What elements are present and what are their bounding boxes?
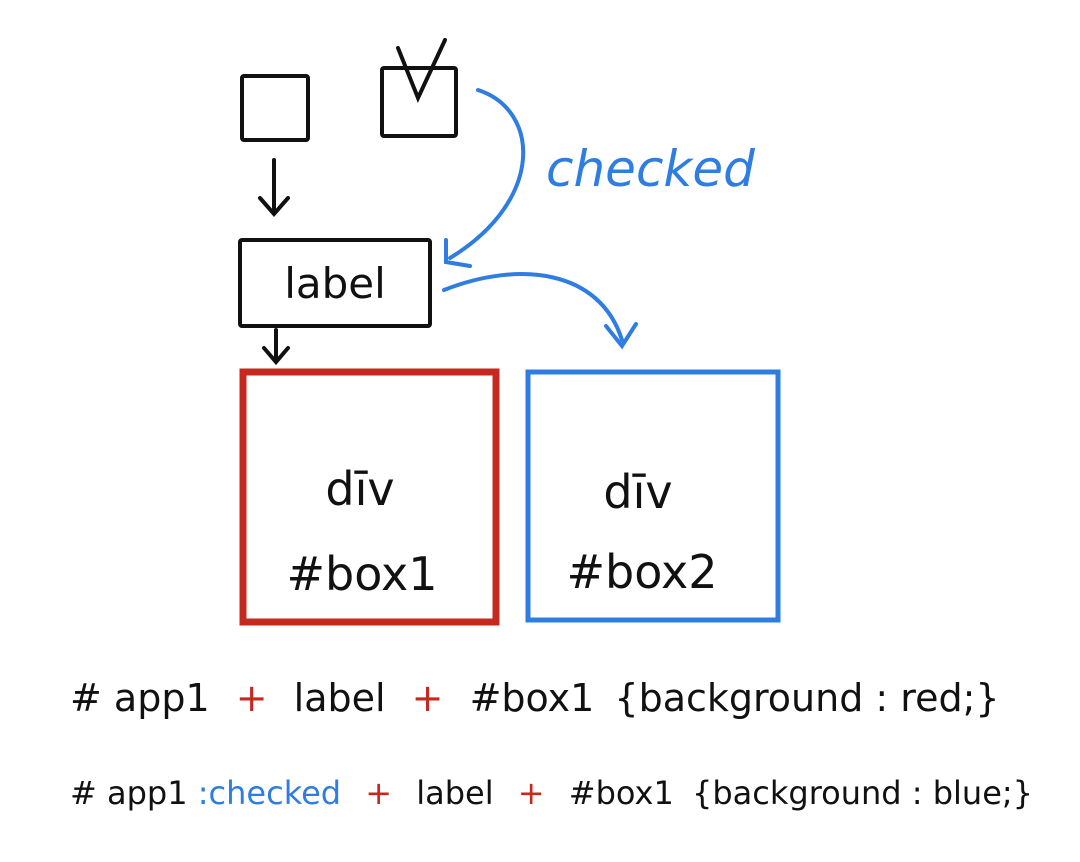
label-to-box2-arrow [442, 272, 638, 350]
rule2-declaration: {background : blue;} [691, 774, 1034, 812]
rule2-selector-start: # app1 [70, 774, 188, 812]
checked-checkbox [380, 38, 458, 138]
rule1-target: #box1 [469, 676, 595, 720]
label-box-text: label [284, 259, 386, 308]
rule1-plus-1: + [235, 676, 268, 720]
arrow-to-label [258, 158, 290, 218]
rule1-selector-start: # app1 [70, 676, 210, 720]
unchecked-checkbox [240, 74, 310, 142]
rule1-label: label [293, 676, 386, 720]
rule2-target: #box1 [568, 774, 674, 812]
rule2-plus-1: + [365, 774, 393, 812]
rule2-pseudo-checked: :checked [197, 774, 342, 812]
box2-tag: dīv [603, 465, 672, 519]
rule2-plus-2: + [517, 774, 545, 812]
rule2-label: label [416, 774, 494, 812]
css-rule-red: # app1 + label + #box1 {background : red… [70, 676, 1000, 720]
checked-annotation: checked [546, 140, 755, 198]
css-rule-blue: # app1 :checked + label + #box1 {backgro… [70, 774, 1033, 812]
rule1-declaration: {background : red;} [614, 676, 1000, 720]
css-sibling-diagram: label checked dīv #box1 dīv #box2 [238, 38, 781, 626]
checked-arrow [444, 88, 526, 268]
box2: dīv #box2 [525, 369, 781, 623]
box1-id: #box1 [287, 547, 438, 601]
arrow-to-box1 [262, 328, 290, 366]
box2-id: #box2 [567, 545, 718, 599]
box1-tag: dīv [325, 462, 394, 516]
box1: dīv #box1 [239, 368, 500, 626]
label-box: label [238, 238, 432, 328]
rule1-plus-2: + [411, 676, 444, 720]
